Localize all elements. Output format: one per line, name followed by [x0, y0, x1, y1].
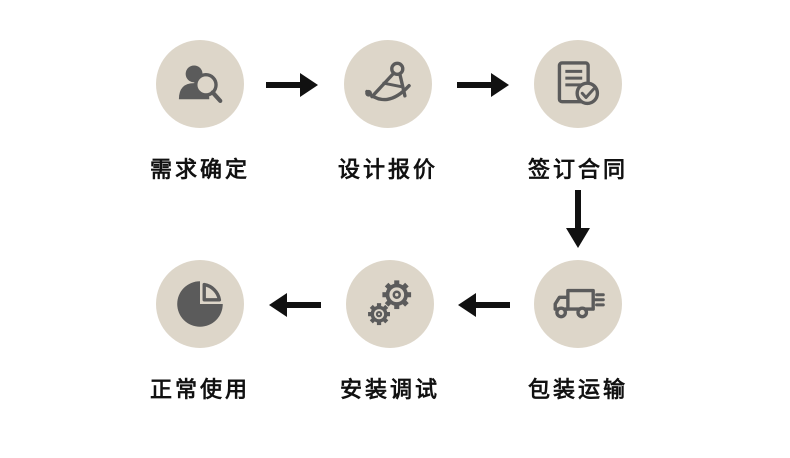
design-compass-icon [365, 61, 411, 102]
delivery-truck-icon [553, 288, 605, 319]
step-design-quote: 设计报价 [328, 40, 448, 184]
contract-check-icon [557, 61, 600, 106]
step-label: 安装调试 [339, 377, 440, 402]
arrow-down-icon [566, 190, 590, 248]
arrow-right-icon [266, 73, 318, 97]
step-label: 正常使用 [149, 377, 250, 402]
step-circle [344, 40, 432, 128]
step-label: 设计报价 [337, 157, 438, 182]
step-circle [534, 260, 622, 348]
step-sign-contract: 签订合同 [518, 40, 638, 184]
step-install-debug: 安装调试 [330, 260, 450, 404]
arrow-right-icon [457, 73, 509, 97]
pie-chart-icon [177, 281, 223, 327]
user-search-icon [178, 65, 223, 103]
step-packing-shipping: 包装运输 [518, 260, 638, 404]
step-normal-use: 正常使用 [140, 260, 260, 404]
step-circle [534, 40, 622, 128]
step-circle [156, 40, 244, 128]
step-circle [156, 260, 244, 348]
step-requirement: 需求确定 [140, 40, 260, 184]
step-circle [346, 260, 434, 348]
arrow-left-icon [269, 293, 321, 317]
step-label: 需求确定 [149, 157, 250, 182]
gears-icon [368, 280, 412, 326]
step-label: 包装运输 [527, 377, 628, 402]
step-label: 签订合同 [527, 157, 628, 182]
arrow-left-icon [458, 293, 510, 317]
